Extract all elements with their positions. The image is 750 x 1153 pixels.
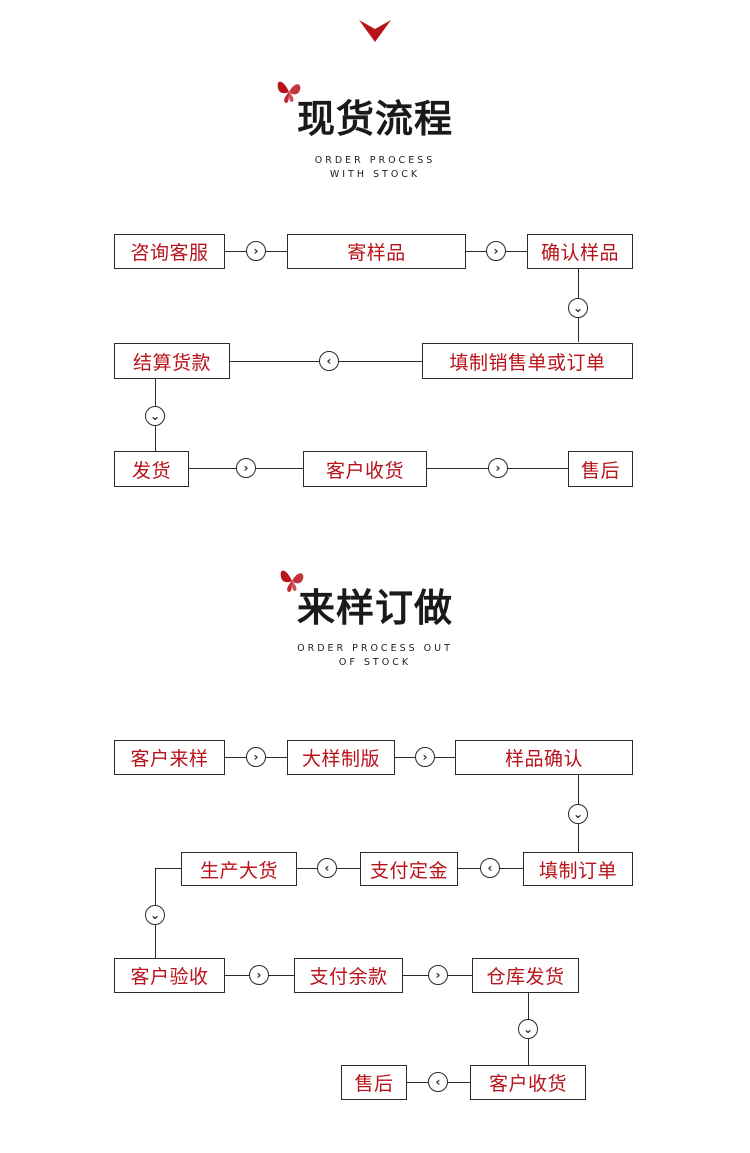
- chevron-right-icon: ›: [488, 458, 508, 478]
- chevron-down-icon: ⌄: [145, 905, 165, 925]
- step-customer-receive: 客户收货: [303, 451, 427, 487]
- chevron-left-icon: ‹: [480, 858, 500, 878]
- chevron-left-icon: ‹: [317, 858, 337, 878]
- chevron-down-icon: [359, 20, 391, 42]
- step-after-sales: 售后: [568, 451, 633, 487]
- chevron-right-icon: ›: [246, 241, 266, 261]
- step-consult-service: 咨询客服: [114, 234, 225, 269]
- step-sample-plate: 大样制版: [287, 740, 395, 775]
- section1-subtitle-line2: WITH STOCK: [329, 169, 421, 180]
- step-settle-payment: 结算货款: [114, 343, 230, 379]
- chevron-down-icon: ⌄: [145, 406, 165, 426]
- section1-title: 现货流程: [296, 96, 453, 141]
- section1-subtitle-line1: ORDER PROCESS: [314, 155, 436, 166]
- step-mass-production: 生产大货: [181, 852, 297, 886]
- step-fill-order: 填制销售单或订单: [422, 343, 633, 379]
- step-ship: 发货: [114, 451, 189, 487]
- step-pay-deposit: 支付定金: [360, 852, 458, 886]
- section2-subtitle-line2: OF STOCK: [338, 657, 412, 668]
- step-warehouse-ship: 仓库发货: [472, 958, 579, 993]
- step-customer-receive: 客户收货: [470, 1065, 586, 1100]
- chevron-left-icon: ‹: [319, 351, 339, 371]
- butterfly-icon: [280, 570, 304, 592]
- chevron-down-icon: ⌄: [568, 804, 588, 824]
- step-pay-balance: 支付余款: [294, 958, 403, 993]
- step-sample-confirm: 样品确认: [455, 740, 633, 775]
- chevron-right-icon: ›: [236, 458, 256, 478]
- step-confirm-samples: 确认样品: [527, 234, 633, 269]
- step-customer-inspect: 客户验收: [114, 958, 225, 993]
- chevron-right-icon: ›: [428, 965, 448, 985]
- section2-subtitle-line1: ORDER PROCESS OUT: [297, 643, 453, 654]
- chevron-down-icon: ⌄: [568, 298, 588, 318]
- chevron-down-icon: ⌄: [518, 1019, 538, 1039]
- step-customer-sample: 客户来样: [114, 740, 225, 775]
- step-after-sales: 售后: [341, 1065, 407, 1100]
- chevron-right-icon: ›: [486, 241, 506, 261]
- butterfly-icon: [277, 81, 301, 103]
- step-fill-order: 填制订单: [523, 852, 633, 886]
- chevron-right-icon: ›: [415, 747, 435, 767]
- step-send-samples: 寄样品: [287, 234, 466, 269]
- chevron-right-icon: ›: [249, 965, 269, 985]
- section2-title: 来样订做: [296, 585, 453, 630]
- chevron-left-icon: ‹: [428, 1072, 448, 1092]
- chevron-right-icon: ›: [246, 747, 266, 767]
